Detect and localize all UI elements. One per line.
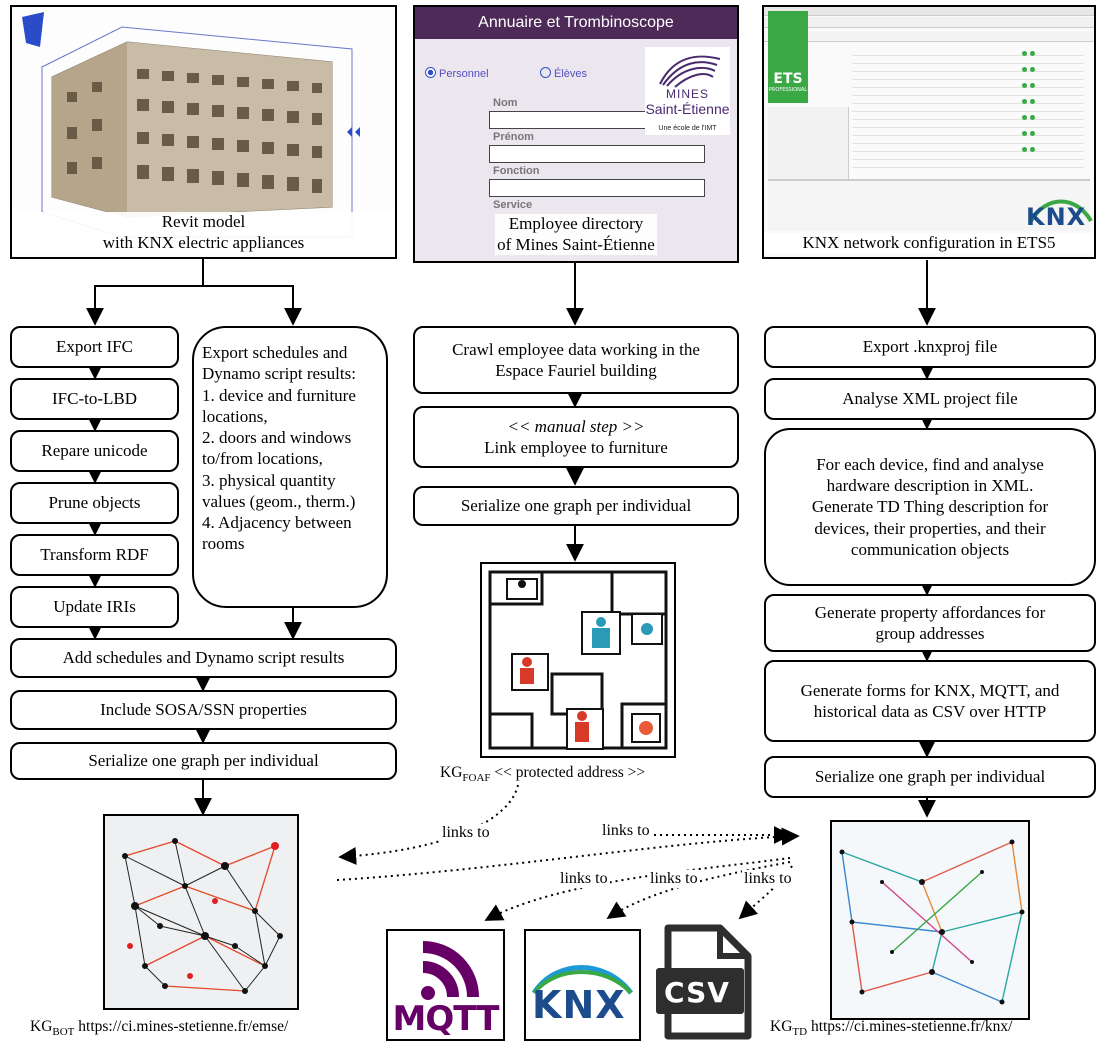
knx-logo-arc-icon (1029, 199, 1093, 223)
step-export-ifc: Export IFC (10, 326, 179, 368)
manual-step-label: << manual step >> (507, 416, 645, 436)
input-fonction[interactable] (489, 179, 705, 197)
mines-logo-name: MINES (665, 87, 709, 101)
ets-screenshot: ETS PROFESSIONAL KNX KNX network configu… (762, 5, 1096, 259)
label-nom: Nom (493, 97, 518, 109)
ets-titlebar (764, 7, 1094, 16)
kg-td-label: KGTD https://ci.mines-stetienne.fr/knx/ (770, 1018, 1013, 1039)
step-export-knxproj: Export .knxproj file (764, 326, 1096, 368)
csv-wordmark: CSV (664, 976, 730, 1009)
ets-group-panel (768, 179, 1090, 231)
kg-td-graph-image (830, 820, 1030, 1020)
ets-logo-text: ETS (773, 71, 803, 87)
step-ifc-to-lbd: IFC-to-LBD (10, 378, 179, 420)
foaf-floorplan-image (480, 562, 676, 758)
ets-knx-logo: KNX (1026, 203, 1087, 231)
revit-screenshot: Revit model with KNX electric appliances (10, 5, 397, 259)
radio-selected-icon (425, 67, 436, 78)
links-to-label-5: links to (742, 870, 794, 888)
mines-logo-swirl-icon (659, 55, 721, 88)
step-property-affordances: Generate property affordances for group … (764, 594, 1096, 652)
kg-bot-graph-image (103, 814, 299, 1010)
step-update-iris: Update IRIs (10, 586, 179, 628)
ets-logo: ETS PROFESSIONAL (768, 11, 808, 103)
step-crawl-employees: Crawl employee data working in the Espac… (413, 326, 739, 394)
directory-caption: Employee directory of Mines Saint-Étienn… (495, 214, 657, 255)
csv-document-shape (656, 924, 752, 1040)
directory-header: Annuaire et Trombinoscope (415, 7, 737, 39)
step-serialize-td: Serialize one graph per individual (764, 756, 1096, 798)
step-export-schedules: Export schedules and Dynamo script resul… (192, 326, 388, 608)
kg-foaf-label: KGFOAF << protected address >> (440, 764, 646, 785)
label-fonction: Fonction (493, 165, 540, 177)
step-include-sosa: Include SOSA/SSN properties (10, 690, 397, 730)
kg-bot-label: KGBOT https://ci.mines-stetienne.fr/emse… (30, 1018, 289, 1039)
kg-td-link[interactable]: https://ci.mines-stetienne.fr/knx/ (807, 1018, 1013, 1035)
step-analyse-xml: Analyse XML project file (764, 378, 1096, 420)
step-transform-rdf: Transform RDF (10, 534, 179, 576)
knx-wordmark: KNX (532, 983, 626, 1027)
links-to-label-3: links to (558, 870, 610, 888)
knx-arc-icon (531, 965, 634, 995)
link-employee-label: Link employee to furniture (484, 438, 668, 457)
mines-logo-tagline: Une école de l'IMT (658, 125, 717, 132)
links-to-label-4: links to (648, 870, 700, 888)
ets-ribbon (764, 17, 1094, 28)
step-generate-forms: Generate forms for KNX, MQTT, and histor… (764, 660, 1096, 742)
csv-file-icon: CSV (654, 924, 754, 1041)
links-to-label-1: links to (440, 824, 492, 842)
mqtt-wordmark: MQTT (392, 999, 500, 1039)
step-prune-objects: Prune objects (10, 482, 179, 524)
floorplan-drawing (488, 570, 668, 750)
step-serialize-foaf: Serialize one graph per individual (413, 486, 739, 526)
radio-eleves[interactable]: Élèves (540, 67, 587, 80)
label-prenom: Prénom (493, 131, 534, 143)
input-prenom[interactable] (489, 145, 705, 163)
mqtt-logo: MQTT (386, 929, 505, 1041)
step-link-employee: << manual step >> Link employee to furni… (413, 406, 739, 468)
step-serialize-bot: Serialize one graph per individual (10, 742, 397, 780)
ets-caption: KNX network configuration in ETS5 (764, 232, 1094, 253)
revit-caption: Revit model with KNX electric appliances (12, 212, 395, 253)
radio-personnel[interactable]: Personnel (425, 67, 489, 80)
label-service: Service (493, 199, 533, 211)
kg-bot-network (122, 838, 283, 994)
mines-logo-city: Saint-Étienne (645, 101, 730, 117)
kg-td-network (839, 839, 1025, 1005)
revit-building-image (22, 12, 360, 238)
step-generate-td: For each device, find and analyse hardwa… (764, 428, 1096, 586)
knx-logo: KNX (524, 929, 641, 1041)
radio-empty-icon (540, 67, 551, 78)
directory-screenshot: Annuaire et Trombinoscope Personnel Élèv… (413, 5, 739, 263)
ets-logo-sub: PROFESSIONAL (768, 87, 808, 93)
step-repare-unicode: Repare unicode (10, 430, 179, 472)
ets-toolbar (764, 31, 1094, 42)
step-add-schedules: Add schedules and Dynamo script results (10, 638, 397, 678)
links-to-label-2: links to (600, 822, 652, 840)
kg-bot-link[interactable]: https://ci.mines-stetienne.fr/emse/ (74, 1018, 289, 1035)
mines-logo: MINES Saint-Étienne Une école de l'IMT (645, 47, 730, 135)
mqtt-signal-icon (421, 941, 479, 1000)
